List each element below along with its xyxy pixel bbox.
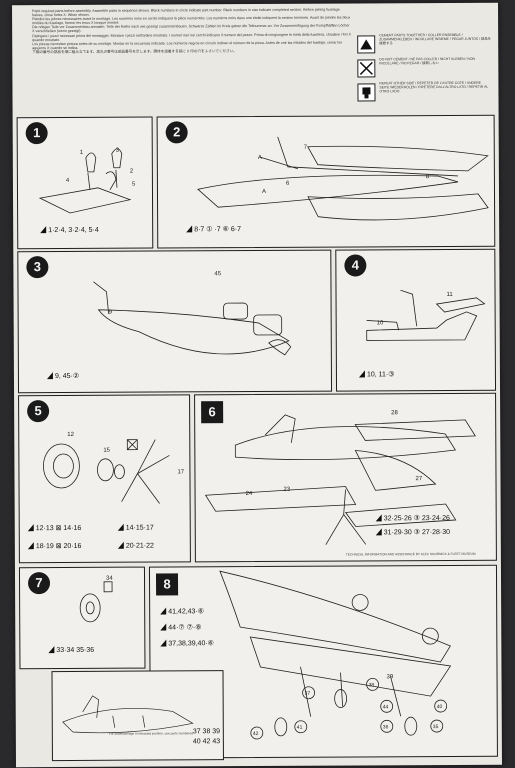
svg-text:42: 42: [253, 731, 259, 737]
inset-nums-row-1: 37 38 39: [192, 728, 221, 736]
inset-note: For undercarriage in retracted position,…: [108, 731, 194, 736]
svg-text:12: 12: [67, 432, 74, 438]
svg-text:15: 15: [103, 448, 110, 454]
step-5-panel: 5 12 15 17 12·13 ⊠ 14·16 1: [18, 394, 191, 564]
svg-text:7: 7: [304, 145, 308, 151]
glue-icon: [358, 370, 365, 378]
svg-text:A: A: [258, 155, 262, 161]
step-5-sequence-d: 20·21·22: [117, 541, 154, 550]
step-6-sequence-b: 31·29·30 ③ 27·28·30: [375, 528, 450, 536]
glue-icon: [27, 524, 34, 532]
step-7-sequence: 33·34 35·36: [48, 646, 94, 654]
instruction-sheet: Paint required parts before assembly. As…: [12, 2, 502, 768]
legend-row-glue: CEMENT PARTS TOGETHER / COLLER ENSEMBLE …: [357, 33, 493, 56]
svg-text:10: 10: [377, 320, 384, 326]
glue-icon: [186, 225, 193, 233]
intro-text: Paint required parts before assembly. As…: [32, 7, 352, 55]
legend-text-glue: CEMENT PARTS TOGETHER / COLLER ENSEMBLE …: [379, 32, 492, 46]
svg-text:9: 9: [109, 310, 113, 316]
step-6-panel: 6 28 24 23 27 32·25·26 ③ 23·24·26 31: [194, 392, 497, 563]
step-8-sequence-b: 44·⑦ ⑦·⑧: [160, 623, 202, 631]
step-5-sequence-b: 14·15·17: [117, 523, 154, 532]
legend-row-no-glue: DO NOT CEMENT / NE PAS COLLER / NICHT KL…: [357, 57, 493, 80]
svg-text:37: 37: [305, 691, 311, 697]
legend-text-no-glue: DO NOT CEMENT / NE PAS COLLER / NICHT KL…: [379, 56, 475, 66]
svg-text:44: 44: [383, 704, 389, 710]
step-8-sequence-c: 37,38,39,40·⑥: [160, 639, 214, 647]
step-3-diagram: 9 45: [93, 271, 292, 356]
svg-text:A: A: [262, 189, 266, 195]
glue-icon: [160, 607, 167, 615]
retracted-gear-inset: For undercarriage in retracted position,…: [51, 670, 224, 762]
inset-nums-row-2: 40 42 43: [192, 738, 221, 746]
step-4-diagram: 11 10: [366, 289, 486, 341]
svg-text:24: 24: [246, 491, 253, 497]
legend-row-repeat: REPEAT OTHER SIDE / REPETER DE L'AUTRE C…: [357, 81, 493, 104]
step-3-panel: 3 9 45 9, 45·②: [17, 249, 333, 394]
glue-icon: [160, 639, 167, 647]
step-8-sequence-a: 41,42,43·⑥: [160, 607, 204, 615]
svg-text:40: 40: [437, 704, 443, 710]
inset-part-numbers: 37 38 39 40 42 43: [193, 727, 220, 747]
intro-ja: 下図の番号の部品を順に組み立てます。黒丸の番号は部品番号を示します。胴体を接着す…: [32, 49, 237, 55]
svg-text:2: 2: [130, 169, 134, 175]
svg-text:45: 45: [214, 271, 221, 277]
glue-icon: [375, 514, 382, 522]
step-2-diagram: 7 6 A A 8: [197, 136, 489, 221]
glue-icon: [357, 35, 376, 54]
step-6-sequence-a: 32·25·26 ③ 23·24·26: [375, 514, 450, 522]
svg-text:6: 6: [286, 181, 290, 187]
svg-text:41: 41: [297, 725, 303, 731]
glue-icon: [27, 542, 34, 550]
svg-text:36: 36: [383, 724, 389, 730]
step-5-sequence-c: 18·19 ⊠ 20·16: [27, 542, 82, 550]
step-2-panel: 2 7 6 A A 8 8·7 ① ·7 ⑥ 6·7: [156, 114, 496, 249]
svg-text:34: 34: [106, 576, 113, 582]
step-4-panel: 4 11 10 10, 11·③: [335, 248, 497, 392]
svg-text:11: 11: [447, 292, 454, 298]
glue-icon: [40, 226, 47, 234]
svg-text:8: 8: [426, 174, 430, 180]
step-7-diagram: 34: [79, 576, 113, 623]
step-6-diagram: 28 24 23 27: [204, 410, 476, 545]
svg-text:35: 35: [433, 724, 439, 730]
step-2-sequence: 8·7 ① ·7 ⑥ 6·7: [186, 225, 241, 233]
svg-text:3: 3: [116, 148, 120, 154]
step-7-panel: 7 34 33·34 35·36: [18, 566, 146, 670]
glue-icon: [46, 372, 53, 380]
svg-text:5: 5: [132, 182, 136, 188]
step-1-sequence: 1·2·4, 3·2·4, 5·4: [40, 226, 99, 234]
step-5-diagram: 12 15 17: [43, 432, 185, 504]
glue-icon: [48, 646, 55, 654]
step-8-diagram: 42 41 37 38 44 40 36 35 39: [219, 570, 452, 740]
step-4-sequence: 10, 11·③: [358, 370, 395, 378]
svg-text:23: 23: [284, 487, 291, 493]
step-8-panel: 8 42 41 37 38 44 40 36 35: [148, 564, 498, 759]
glue-icon: [375, 528, 382, 536]
glue-icon: [117, 523, 124, 531]
step-1-panel: 1 4 1 3 5 2 1·2·4, 3·2·4, 5·4: [16, 116, 154, 250]
inset-diagram: [62, 695, 194, 734]
tech-note: TECHNICAL INFORMATION AND ASSISTANCE BY …: [345, 551, 476, 557]
svg-text:17: 17: [177, 469, 184, 475]
step-3-sequence: 9, 45·②: [46, 372, 79, 380]
glue-icon: [160, 623, 167, 631]
svg-text:39: 39: [387, 674, 394, 680]
legend-text-repeat: REPEAT OTHER SIDE / REPETER DE L'AUTRE C…: [379, 80, 489, 94]
glue-icon: [117, 541, 124, 549]
svg-text:1: 1: [80, 150, 84, 156]
step-1-diagram: 4 1 3 5 2: [38, 148, 136, 214]
symbol-legend: CEMENT PARTS TOGETHER / COLLER ENSEMBLE …: [357, 33, 493, 106]
step-5-sequence-a: 12·13 ⊠ 14·16: [27, 524, 81, 532]
no-glue-icon: [357, 59, 376, 78]
svg-text:38: 38: [369, 682, 375, 688]
repeat-icon: [357, 83, 376, 102]
svg-text:4: 4: [66, 178, 70, 184]
svg-text:27: 27: [415, 476, 422, 482]
svg-text:28: 28: [391, 410, 398, 416]
